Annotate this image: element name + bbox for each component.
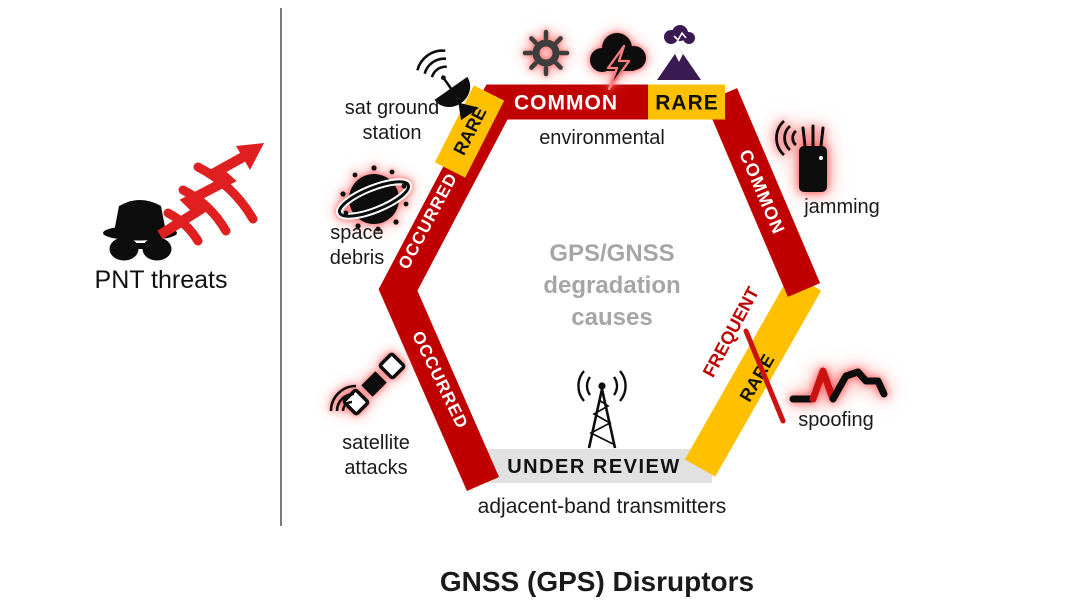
cause-label-adjacent-band: adjacent-band transmitters	[477, 495, 727, 518]
jammer-device-icon	[775, 119, 827, 192]
band-lower-right-rare	[684, 273, 822, 477]
cause-label-satellite-attacks: satellite attacks	[342, 432, 410, 479]
satellite-dish-icon	[416, 49, 480, 121]
band-red-occurred-common	[378, 84, 652, 492]
page-title: GNSS (GPS) Disruptors	[439, 566, 755, 597]
cause-label-space-debris: space debris	[329, 222, 385, 269]
rare-strikethrough-line	[743, 328, 786, 424]
cause-label-spoofing: spoofing	[798, 409, 874, 431]
band-label-rare-top: RARE	[655, 92, 719, 115]
band-label-common-top: COMMON	[514, 92, 618, 115]
band-under-review	[474, 449, 712, 483]
spy-hat-and-mask-icon	[103, 200, 177, 261]
pnt-threats-label: PNT threats	[94, 266, 228, 294]
band-upper-right-common	[704, 88, 821, 297]
band-top-rare	[648, 84, 725, 120]
spoofed-signal-wave-icon	[789, 367, 888, 403]
band-top-left-rare	[434, 85, 505, 178]
volcano-icon	[657, 25, 701, 80]
space-debris-planet-icon	[335, 165, 413, 232]
band-label-under-review: UNDER REVIEW	[507, 456, 681, 478]
attack-signal-bolt-icon	[157, 143, 264, 246]
cause-label-sat-ground-station: sat ground station	[344, 97, 440, 144]
satellite-icon	[329, 352, 406, 416]
storm-cloud-lightning-icon	[590, 33, 646, 91]
cause-label-jamming: jamming	[804, 196, 880, 218]
sun-icon	[522, 29, 570, 77]
radio-tower-icon	[577, 370, 627, 449]
hexagon-center-label: GPS/GNSS degradation causes	[543, 240, 681, 331]
cause-label-environmental: environmental	[539, 127, 665, 149]
